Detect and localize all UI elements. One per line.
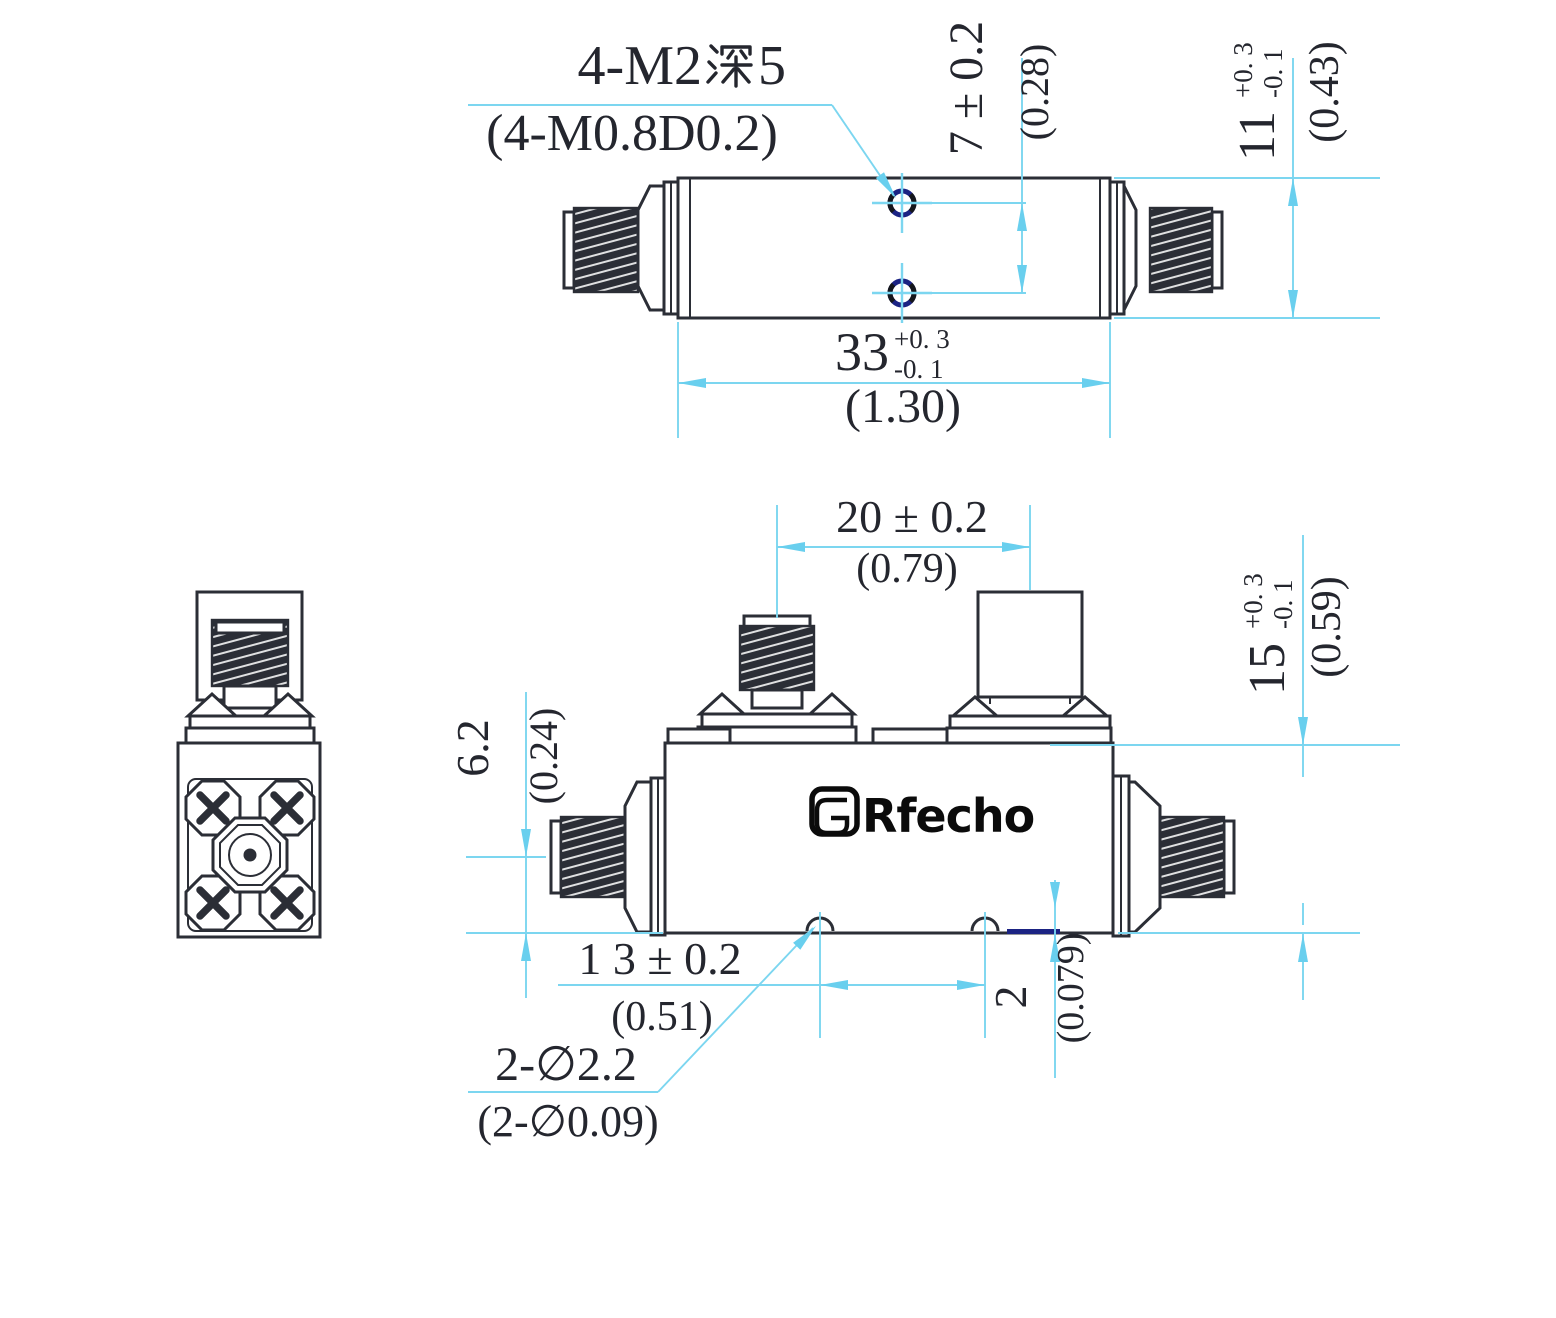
connector-threads — [1148, 206, 1214, 294]
front-view-left-sma-connector — [549, 776, 667, 937]
dim-text-11: 11 — [1229, 111, 1286, 161]
callout-tap-prefix: 4-M2 — [578, 35, 702, 97]
dim-body-width-11: 11 +0. 3 -0. 1 (0.43) — [1114, 41, 1380, 319]
dim-body-length-33: 33 +0. 3 -0. 1 (1.30) — [677, 322, 1111, 438]
dim-text-20-inch: (0.79) — [856, 546, 957, 592]
connector-neck — [750, 688, 804, 710]
front-view-top-square-connector — [945, 590, 1113, 745]
side-view-face-panel — [187, 778, 313, 932]
connector-base — [945, 726, 1113, 745]
front-view-top-tab — [871, 727, 949, 745]
dim-body-height-15: 15 +0. 3 -0. 1 (0.59) — [1050, 535, 1400, 1000]
front-view: Rfecho 20 ± 0.2 (0.79) 15 +0. 3 -0. 1 — [447, 491, 1400, 1146]
dim-text-2: 2 — [985, 986, 1036, 1009]
dim-text-7: 7 ± 0.2 — [940, 21, 993, 155]
connector-threads — [559, 815, 627, 899]
rfecho-logo-icon-spiral — [814, 797, 850, 836]
cjk-shen-glyph — [706, 44, 753, 88]
connector-threads — [572, 206, 640, 294]
phillips-screw-icon — [184, 779, 242, 837]
dim-text-11-inch: (0.43) — [1302, 41, 1348, 142]
square-connector-body — [976, 590, 1084, 699]
dim-text-33-tol-plus: +0. 3 — [894, 324, 950, 354]
connector-hex-nut — [623, 780, 653, 934]
callout-mount-holes: 2-∅2.2 (2-∅0.09) — [468, 926, 816, 1146]
connector-cone — [696, 691, 748, 716]
callout-tapped-holes: 4-M2 5 (4-M0.8D0.2) — [468, 35, 896, 198]
dim-text-11-tol-plus: +0. 3 — [1228, 42, 1258, 98]
phillips-screw-icon — [184, 874, 242, 932]
dim-text-2-inch: (0.079) — [1050, 933, 1092, 1044]
dim-hole-spacing-7: 7 ± 0.2 (0.28) — [916, 21, 1057, 294]
connector-cone — [806, 691, 858, 716]
dim-text-7-inch: (0.28) — [1012, 44, 1057, 141]
dim-port-spacing-20: 20 ± 0.2 (0.79) — [776, 491, 1031, 618]
connector-cap — [562, 210, 576, 290]
top-view: 7 ± 0.2 (0.28) 11 +0. 3 -0. 1 (0.43) 33 — [468, 21, 1380, 438]
dim-text-33: 33 — [835, 322, 889, 382]
dim-text-62-inch: (0.24) — [521, 708, 566, 805]
top-view-right-sma-connector — [1108, 180, 1224, 316]
connector-threads — [738, 624, 816, 692]
connector-cap — [549, 819, 563, 895]
dim-text-15-tol-minus: -0. 1 — [1268, 580, 1298, 630]
dim-text-62: 6.2 — [447, 719, 498, 777]
phillips-screw-icon — [258, 779, 316, 837]
front-view-body — [663, 741, 1115, 935]
dim-text-15: 15 — [1239, 643, 1296, 695]
connector-cap — [1210, 210, 1224, 290]
callout-holes-line1: 2-∅2.2 — [495, 1038, 637, 1091]
connector-threads — [1158, 815, 1226, 899]
dim-text-20: 20 ± 0.2 — [836, 491, 988, 542]
dim-edge-offset-2: 2 (0.079) — [985, 880, 1092, 1078]
phillips-screw-icon — [258, 874, 316, 932]
dim-text-13-inch: (0.51) — [611, 994, 712, 1040]
dim-hole-spacing-13: 1 3 ± 0.2 (0.51) — [558, 912, 986, 1040]
front-view-top-sma-connector — [696, 614, 858, 745]
top-view-left-sma-connector — [562, 180, 680, 316]
connector-face-icon — [211, 816, 289, 894]
side-view-neck — [222, 684, 278, 710]
dim-text-33-tol-minus: -0. 1 — [894, 354, 944, 384]
side-view-plate2 — [184, 726, 316, 745]
tapped-hole-marker-top — [872, 173, 932, 233]
callout-tap-alt: (4-M0.8D0.2) — [486, 105, 778, 162]
rfecho-logo: Rfecho — [809, 786, 1035, 843]
connector-base — [700, 712, 854, 729]
callout-tap-suffix: 5 — [758, 35, 786, 97]
connector-cap — [1222, 819, 1236, 895]
rfecho-logo-text: Rfecho — [862, 789, 1034, 843]
side-view-plate1 — [188, 714, 312, 730]
side-view-thread-cap — [214, 620, 286, 635]
connector-hex-nut — [636, 184, 666, 312]
callout-holes-line2: (2-∅0.09) — [477, 1097, 658, 1146]
connector-base — [948, 714, 1112, 730]
dim-text-15-inch: (0.59) — [1304, 576, 1350, 677]
side-view — [176, 590, 322, 939]
dim-text-13: 1 3 ± 0.2 — [578, 933, 741, 984]
dim-text-33-inch: (1.30) — [845, 380, 961, 433]
dim-port-offset-6-2: 6.2 (0.24) — [447, 692, 663, 998]
dim-text-11-tol-minus: -0. 1 — [1258, 49, 1288, 99]
front-view-top-tab — [666, 727, 732, 745]
dim-text-15-tol-plus: +0. 3 — [1238, 573, 1268, 629]
front-view-right-sma-connector — [1111, 774, 1236, 938]
tapped-hole-marker-bottom — [872, 263, 932, 323]
top-view-body — [676, 176, 1112, 320]
